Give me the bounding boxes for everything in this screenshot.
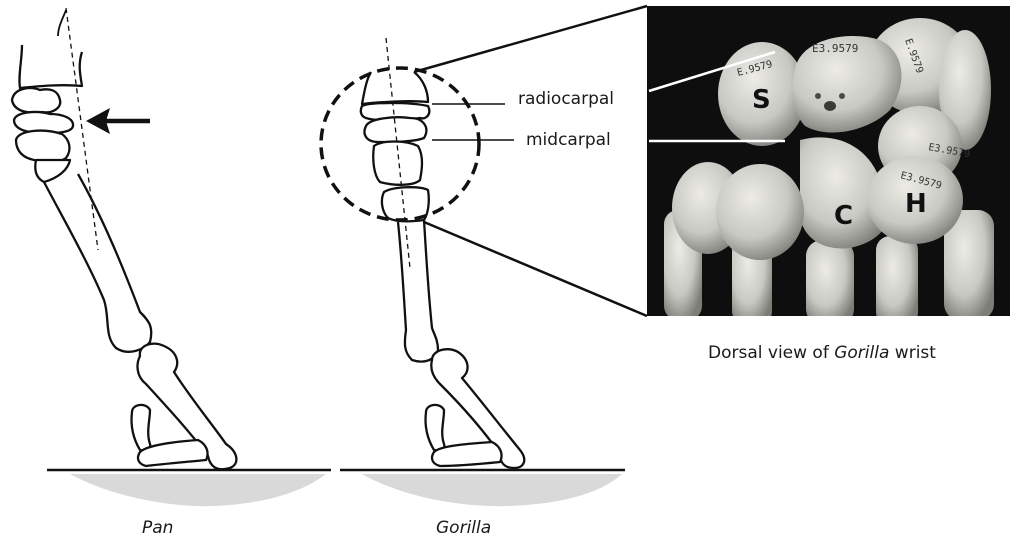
gorilla-ground-shadow bbox=[362, 474, 622, 506]
zoom-connector-bottom bbox=[424, 222, 647, 316]
pan-forelimb-drawing bbox=[12, 8, 236, 469]
pan-radius bbox=[19, 45, 82, 88]
midcarpal-label: midcarpal bbox=[526, 130, 611, 150]
pan-metacarpal bbox=[35, 160, 151, 352]
radiocarpal-label: radiocarpal bbox=[518, 89, 614, 109]
pan-ground-shadow bbox=[70, 474, 326, 506]
caption-genus: Gorilla bbox=[834, 343, 889, 363]
specimen-number: E3.9579 bbox=[812, 42, 858, 55]
gorilla-wrist-photo: E.9579 E3.9579 E.9579 E3.9579 E3.9579 S … bbox=[647, 6, 1010, 326]
pan-carpal-3 bbox=[16, 131, 69, 162]
gorilla-label: Gorilla bbox=[436, 518, 491, 538]
capitate-label: C bbox=[834, 201, 853, 231]
gorilla-metacarpal bbox=[382, 187, 438, 361]
scaphoid-label: S bbox=[752, 85, 771, 115]
pan-phalanx-2 bbox=[131, 405, 150, 451]
gorilla-phalanx-2 bbox=[425, 405, 444, 451]
photo-caption: Dorsal view of Gorilla wrist bbox=[708, 343, 936, 363]
caption-suffix: wrist bbox=[889, 343, 936, 363]
hamate-label: H bbox=[905, 189, 927, 219]
pan-carpal-1 bbox=[12, 88, 60, 113]
gorilla-radius bbox=[362, 72, 428, 104]
zoom-connector-top bbox=[414, 6, 647, 72]
caption-prefix: Dorsal view of bbox=[708, 343, 834, 363]
pan-label: Pan bbox=[142, 518, 173, 538]
